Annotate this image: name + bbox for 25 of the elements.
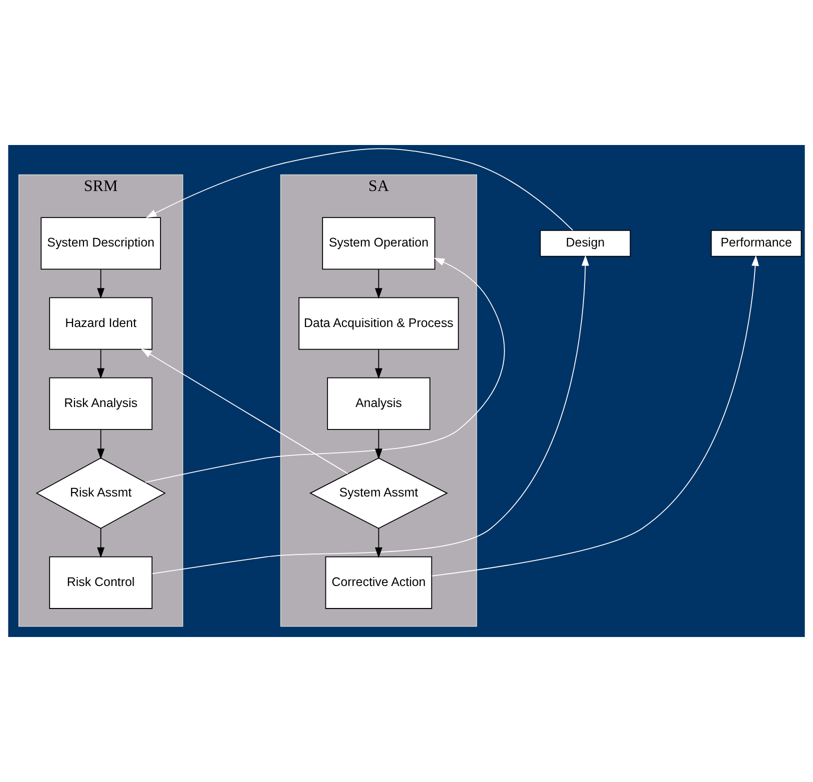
arrow: [97, 349, 105, 379]
arrow: [374, 528, 382, 558]
arrow: [374, 429, 382, 460]
arrow: [146, 148, 574, 231]
arrow: [374, 269, 382, 299]
arrow: [144, 258, 505, 483]
node-box: System Operation: [322, 217, 436, 270]
node-box: Hazard Ident: [49, 297, 152, 350]
arrow: [97, 528, 105, 558]
arrow: [152, 255, 590, 574]
arrow: [431, 255, 759, 576]
arrow: [140, 348, 348, 474]
node-diamond: Risk Assmt: [36, 457, 166, 529]
node-diamond: System Assmt: [309, 457, 448, 529]
arrow: [97, 429, 105, 460]
node-box: Risk Control: [49, 556, 152, 609]
arrow: [97, 269, 105, 299]
node-box: System Description: [40, 217, 161, 270]
arrow: [374, 349, 382, 379]
node-box: Performance: [710, 230, 802, 257]
node-box: Risk Analysis: [49, 377, 152, 430]
node-box: Design: [540, 230, 631, 257]
node-box: Analysis: [327, 377, 430, 430]
node-box: Corrective Action: [325, 556, 432, 609]
node-box: Data Acquisition & Process: [298, 297, 459, 350]
